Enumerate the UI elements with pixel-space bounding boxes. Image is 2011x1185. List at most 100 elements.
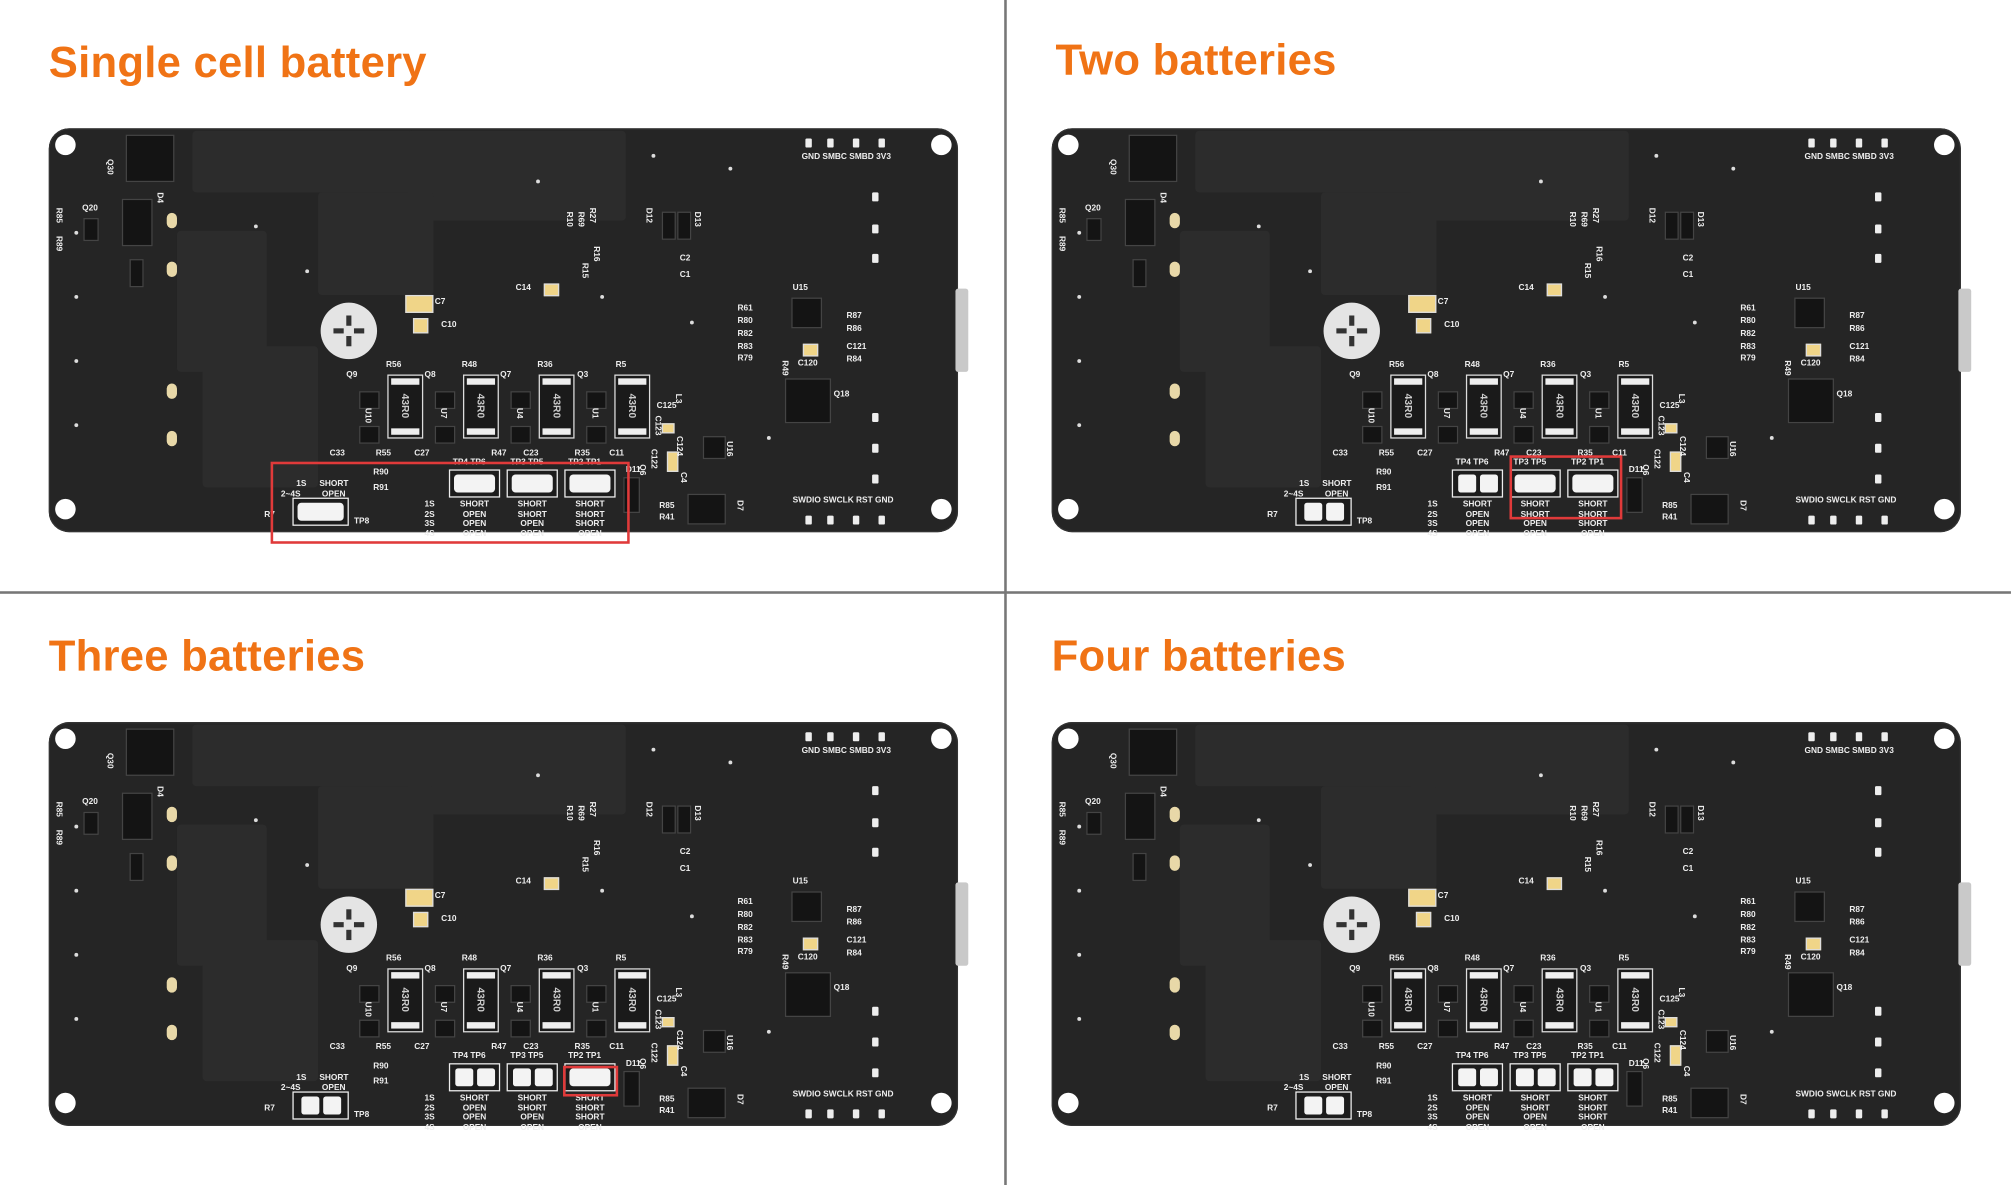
silkscreen-label: U1: [1592, 407, 1602, 419]
solder-bridge: [297, 502, 344, 521]
jumper-pad-tp2-tp1[interactable]: [1567, 469, 1619, 498]
silkscreen-label: 2S: [424, 509, 435, 519]
silkscreen-label: D4: [1158, 786, 1168, 797]
silkscreen-label: R61: [737, 897, 753, 907]
silkscreen-label: SHORT: [1578, 1103, 1608, 1113]
silkscreen-label: SHORT: [1520, 1103, 1550, 1113]
chip-q30: [1128, 728, 1178, 776]
header-label-bottom: SWDIO SWCLK RST GND: [792, 496, 894, 506]
silkscreen-label: L3: [1676, 987, 1686, 998]
silkscreen-label: OPEN: [1465, 1103, 1490, 1113]
silkscreen-label: SHORT: [319, 1073, 349, 1083]
jumper-pad-tp8[interactable]: [1295, 497, 1352, 526]
chip-u15: [791, 891, 823, 923]
silkscreen-label: R56: [1388, 954, 1405, 964]
silkscreen-label: R87: [1849, 311, 1865, 321]
silkscreen-label: OPEN: [1581, 1122, 1605, 1132]
silkscreen-label: Q30: [105, 752, 115, 769]
pcb-board: 43R0 43R0 43R0 43R0 GND SMBC SMBD 3V3 SW…: [1051, 722, 1972, 1132]
open-pad-half: [1479, 1068, 1498, 1087]
silkscreen-label: 3S: [1427, 519, 1438, 529]
jumper-pad-tp2-tp1[interactable]: [564, 469, 616, 498]
silkscreen-label: R90: [373, 1061, 389, 1071]
silkscreen-label: SHORT: [1462, 1093, 1493, 1103]
silkscreen-label: SHORT: [1578, 1113, 1608, 1123]
silkscreen-label: R85: [1662, 501, 1678, 511]
mounting-hole: [931, 498, 952, 520]
silkscreen-label: C120: [1800, 359, 1821, 369]
silkscreen-label: C1: [1682, 864, 1694, 874]
silkscreen-label: C120: [1800, 952, 1821, 962]
pcb-image: 43R0 43R0 43R0 43R0 GND SMBC SMBD 3V3 SW…: [48, 128, 969, 544]
silkscreen-label: C123: [1655, 415, 1665, 436]
silkscreen-label: C10: [1444, 914, 1460, 924]
silkscreen-label: C11: [609, 1042, 625, 1052]
silkscreen-label: D13: [692, 211, 702, 227]
silkscreen-label: D11: [1628, 1059, 1644, 1069]
silkscreen-label: SHORT: [517, 500, 547, 510]
silkscreen-label: R86: [1849, 324, 1865, 334]
header-label-top: GND SMBC SMBD 3V3: [801, 746, 891, 756]
silkscreen-label: R69: [1578, 805, 1588, 821]
jumper-pad-tp4-tp6[interactable]: [448, 469, 501, 498]
silkscreen-label: R84: [846, 355, 862, 365]
usb-connector: [955, 882, 969, 966]
silkscreen-label: SHORT: [1520, 509, 1550, 519]
silkscreen-label: R36: [1540, 954, 1556, 964]
open-pad-half: [1325, 502, 1344, 521]
silkscreen-label: R87: [1849, 905, 1865, 915]
open-pad-half: [512, 1068, 531, 1087]
silkscreen-label: R79: [737, 353, 753, 363]
pcb-board: 43R0 43R0 43R0 43R0 GND SMBC SMBD 3V3 SW…: [48, 128, 969, 544]
jumper-pad-tp8[interactable]: [292, 497, 349, 526]
resistor-r5: 43R0: [1617, 968, 1654, 1033]
silkscreen-label: C120: [797, 952, 818, 962]
jumper-pad-tp4-tp6[interactable]: [1451, 1063, 1504, 1092]
silkscreen-label: 1S: [1299, 1073, 1310, 1083]
mounting-hole: [931, 134, 952, 156]
jumper-pad-tp2-tp1[interactable]: [1567, 1063, 1619, 1092]
chip-q30: [125, 728, 175, 776]
jumper-pad-tp4-tp6[interactable]: [448, 1063, 501, 1092]
mounting-hole: [55, 498, 76, 520]
silkscreen-label: Q8: [424, 370, 436, 380]
resistor-r5: 43R0: [614, 374, 651, 439]
jumper-pad-tp3-tp5[interactable]: [506, 1063, 558, 1092]
silkscreen-label: C121: [1849, 342, 1870, 352]
jumper-pad-tp8[interactable]: [292, 1091, 349, 1120]
silkscreen-label: R85: [659, 501, 675, 511]
silkscreen-label: U15: [1795, 877, 1811, 887]
silkscreen-label: C125: [1659, 401, 1680, 411]
silkscreen-label: Q3: [1580, 964, 1592, 974]
silkscreen-label: D4: [1158, 192, 1168, 204]
silkscreen-label: C1: [1682, 270, 1694, 280]
jumper-pad-tp3-tp5[interactable]: [506, 469, 558, 498]
silkscreen-label: OPEN: [520, 519, 545, 529]
resistor-r36: 43R0: [538, 374, 575, 439]
jumper-pad-tp3-tp5[interactable]: [1509, 469, 1561, 498]
silkscreen-label: R10: [1567, 805, 1577, 821]
silkscreen-label: Q8: [424, 964, 436, 974]
jumper-pad-tp3-tp5[interactable]: [1509, 1063, 1561, 1092]
jumper-pad-tp4-tp6[interactable]: [1451, 469, 1504, 498]
silkscreen-label: R85: [659, 1095, 675, 1105]
silkscreen-label: SHORT: [575, 1103, 605, 1113]
jumper-pad-tp8[interactable]: [1295, 1091, 1352, 1120]
resistor-r5: 43R0: [1617, 374, 1654, 439]
silkscreen-label: R41: [659, 513, 675, 522]
open-pad-half: [322, 1096, 341, 1115]
silkscreen-label: Q18: [1836, 389, 1853, 399]
silkscreen-label: Q20: [1084, 797, 1101, 807]
silkscreen-label: C23: [1526, 1042, 1542, 1052]
silkscreen-label: Q30: [1108, 159, 1118, 175]
silkscreen-label: R61: [1740, 897, 1756, 907]
silkscreen-label: U10: [1365, 1001, 1375, 1017]
silkscreen-label: SHORT: [517, 1093, 547, 1103]
panel-title: Single cell battery: [48, 38, 427, 88]
silkscreen-label: R85: [1662, 1095, 1678, 1105]
capacitor-c7: [405, 888, 434, 907]
silkscreen-label: C33: [329, 448, 345, 458]
